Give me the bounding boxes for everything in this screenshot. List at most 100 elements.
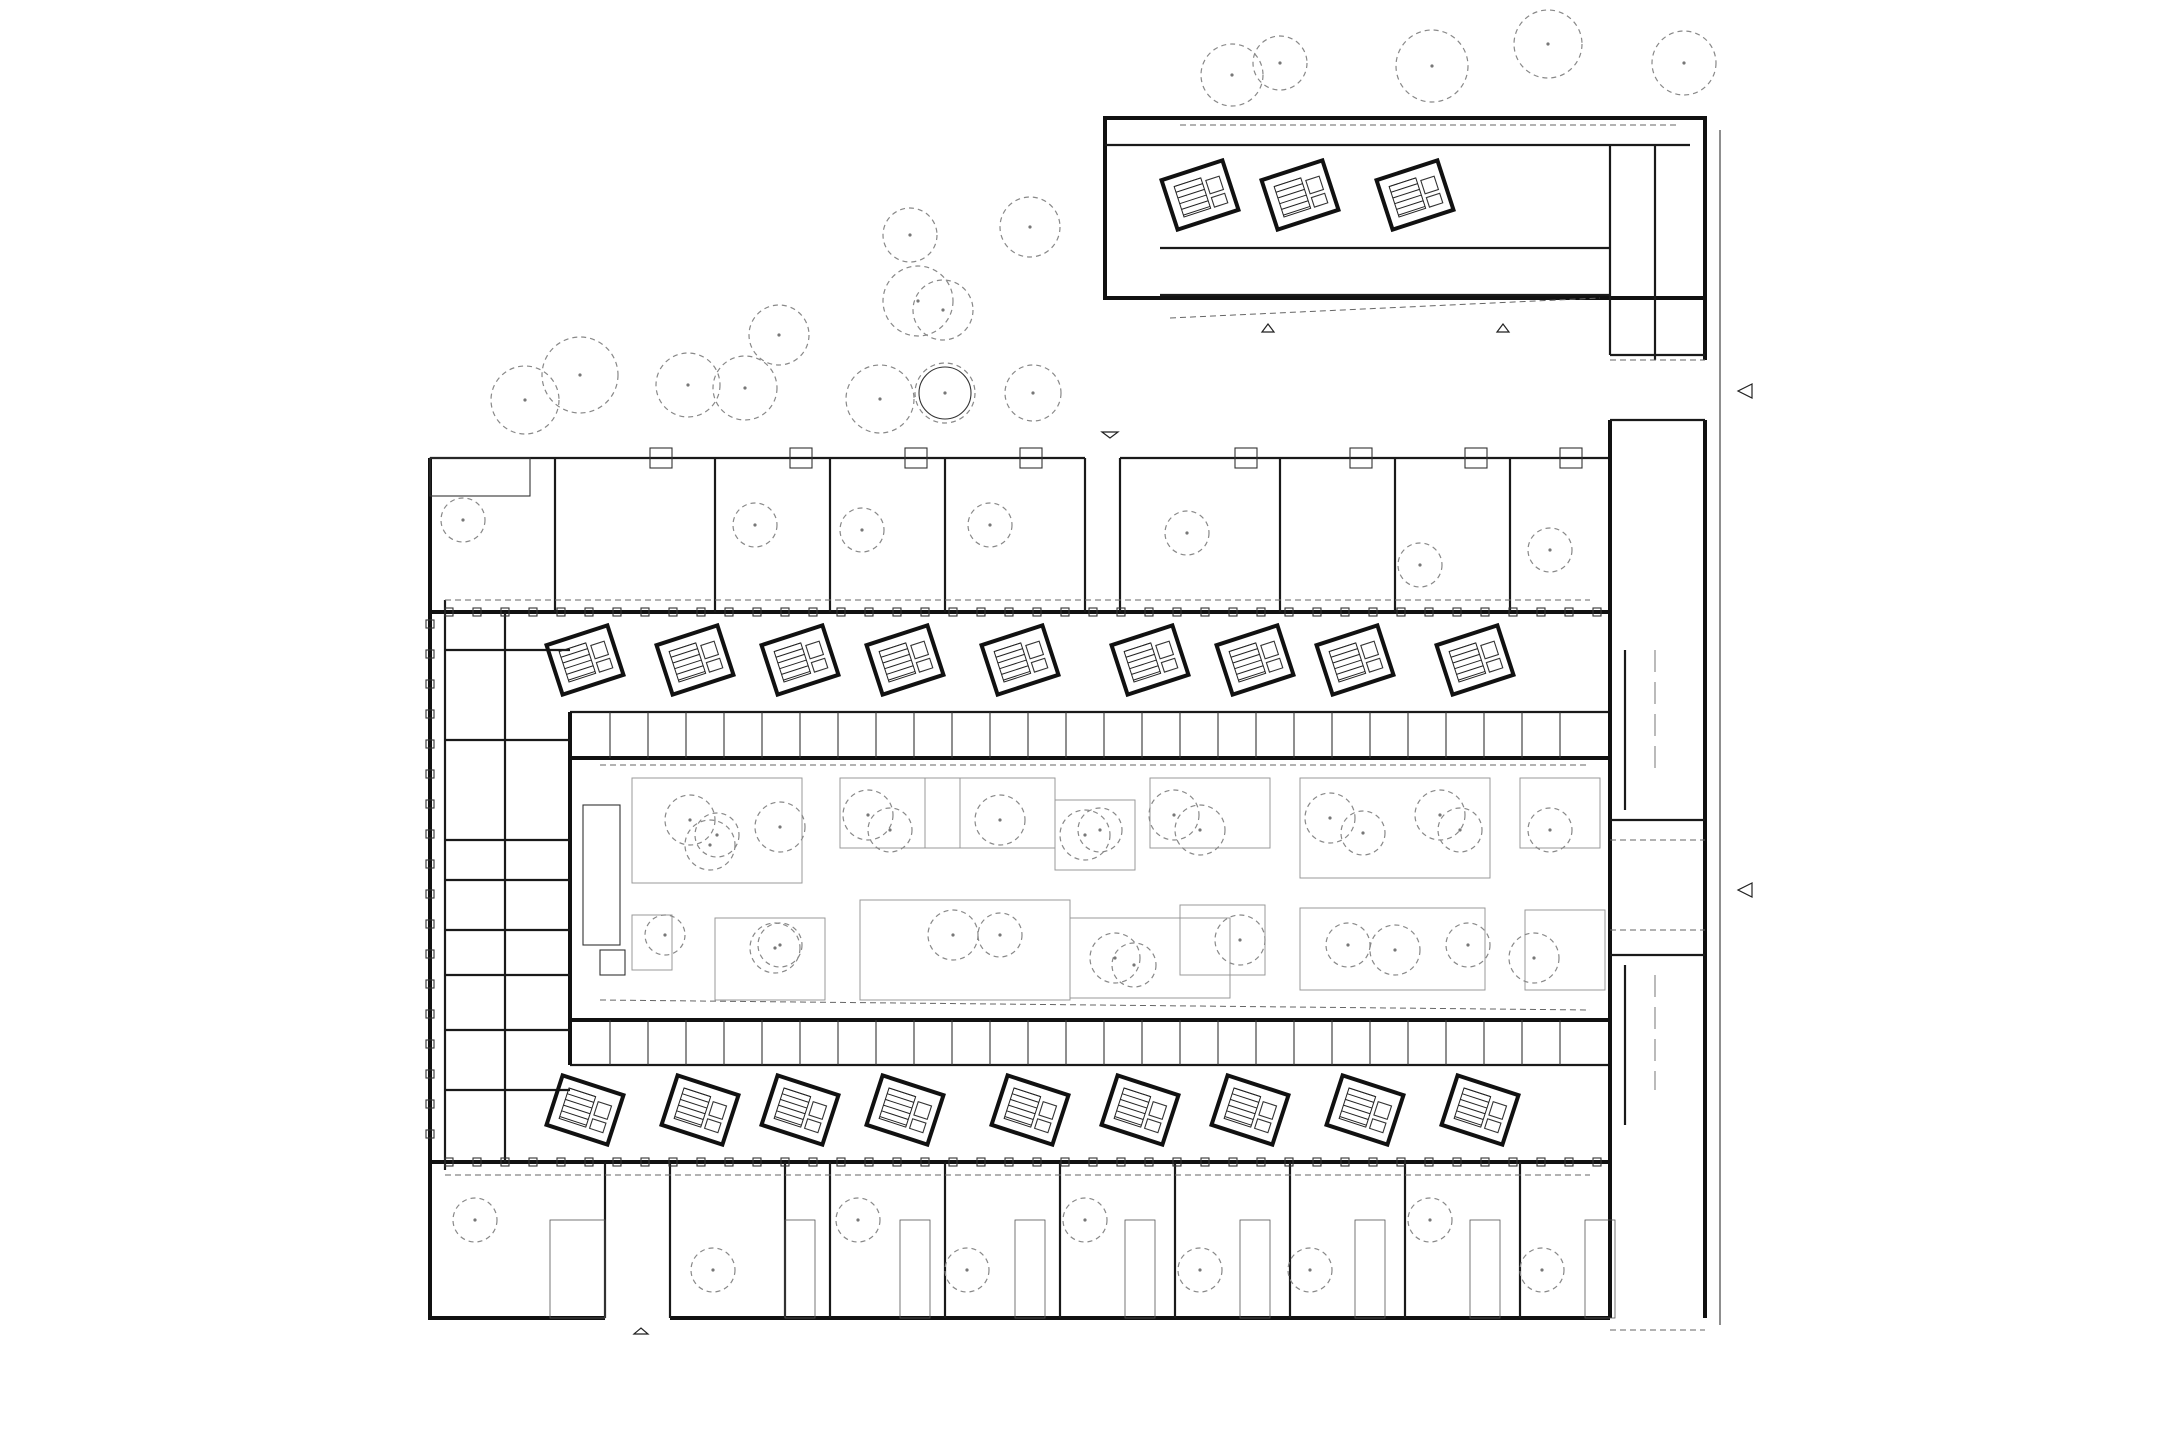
tree-canopy-icon (914, 362, 976, 424)
stair-core (1324, 1072, 1406, 1148)
window-mark (425, 889, 435, 899)
tree-trunk (1430, 64, 1434, 68)
lift-shaft (1305, 175, 1325, 195)
stair-core (1439, 1072, 1521, 1148)
bathroom (595, 657, 614, 673)
core-outline (1324, 1072, 1406, 1148)
window-mark (1172, 607, 1182, 617)
bathroom (1253, 1118, 1272, 1134)
stair-tread (682, 1093, 709, 1103)
tree-trunk (998, 818, 1002, 822)
window-mark (425, 619, 435, 629)
tree-trunk (778, 825, 782, 829)
lift-shaft (913, 1100, 933, 1121)
terrace-bay (1349, 447, 1373, 469)
window-mark (556, 1157, 566, 1167)
planting-bed (839, 777, 961, 849)
bathroom (1030, 657, 1049, 673)
bathroom (1210, 192, 1229, 208)
planting-bed (1179, 904, 1266, 976)
stair-tread (676, 665, 704, 675)
stair-tread (1347, 1093, 1374, 1103)
entrance-marker-icon (632, 1327, 650, 1335)
window-mark (425, 949, 435, 959)
stair-tread (776, 1110, 804, 1120)
tree-trunk (461, 518, 465, 522)
tree-canopy-icon (1527, 807, 1573, 853)
core-outline (759, 622, 841, 698)
window-mark (444, 1157, 454, 1167)
core-outline (1259, 157, 1341, 233)
lift-shaft (1025, 640, 1045, 660)
terrace-bay (899, 1219, 931, 1319)
soffit-line (599, 999, 1591, 1011)
tree-canopy-icon (1214, 914, 1266, 966)
stair-tread (1183, 205, 1211, 216)
stair-tread (888, 1087, 916, 1098)
stair-tread (1230, 1098, 1258, 1109)
window-mark (1564, 607, 1574, 617)
tree-trunk (1418, 563, 1422, 567)
tree-canopy-icon (967, 502, 1013, 548)
window-mark (1116, 1157, 1126, 1167)
lift-shaft (1205, 175, 1225, 195)
tree-canopy-icon (748, 304, 810, 366)
bathroom (1368, 1118, 1387, 1134)
planting-bed (1069, 917, 1231, 999)
tree-trunk (1393, 948, 1397, 952)
planting-bed (714, 917, 826, 1001)
lift-shaft (1038, 1100, 1058, 1121)
stair-tread (563, 1104, 591, 1115)
stair-tread (1232, 1093, 1259, 1103)
tree-trunk (778, 943, 782, 947)
tree-trunk (473, 1218, 477, 1222)
stair-core (1099, 1072, 1181, 1148)
window-mark (1256, 607, 1266, 617)
stair-tread (674, 1116, 702, 1126)
window-mark (1144, 1157, 1154, 1167)
stair-tread (884, 659, 912, 670)
tree-trunk (1098, 828, 1102, 832)
tree-canopy-icon (1174, 804, 1226, 856)
tree-canopy-icon (1059, 809, 1111, 861)
stair-tread (1010, 1098, 1038, 1109)
stair-tread (1462, 1093, 1489, 1103)
stair-tread (1283, 205, 1311, 216)
tree-canopy-icon (712, 355, 778, 421)
terrace-bay (549, 1219, 606, 1319)
planting-bed (924, 777, 1056, 849)
window-mark (425, 919, 435, 929)
lift-shaft (1155, 640, 1175, 660)
stair-tread (680, 1098, 708, 1109)
apartment-dividers (425, 599, 1602, 1176)
stair-tread (1454, 1116, 1482, 1126)
tree-canopy-icon (1407, 1197, 1453, 1243)
stair-tread (670, 648, 698, 658)
lift-shaft (1420, 175, 1440, 195)
tree-trunk (708, 843, 712, 847)
tree-canopy-icon (1062, 1197, 1108, 1243)
stair-tread (1123, 642, 1151, 653)
window-mark (724, 607, 734, 617)
stair-tread (1275, 183, 1303, 193)
window-mark (920, 1157, 930, 1167)
tree-canopy-icon (1445, 922, 1491, 968)
terrace-bay (1239, 1219, 1271, 1319)
tree-trunk (1346, 943, 1350, 947)
tree-canopy-icon (1148, 789, 1200, 841)
tree-trunk (856, 1218, 860, 1222)
window-mark (612, 607, 622, 617)
window-mark (528, 1157, 538, 1167)
stair-tread (668, 642, 696, 653)
tree-trunk (916, 299, 920, 303)
tree-canopy-icon (452, 1197, 498, 1243)
core-outline (654, 622, 736, 698)
tree-canopy-icon (1513, 9, 1583, 79)
window-mark (780, 607, 790, 617)
tree-canopy-icon (927, 909, 979, 961)
core-outline (544, 622, 626, 698)
tree-canopy-icon (694, 812, 740, 858)
stair-core (989, 1072, 1071, 1148)
tree-trunk (1682, 61, 1686, 65)
lift-shaft (700, 640, 720, 660)
